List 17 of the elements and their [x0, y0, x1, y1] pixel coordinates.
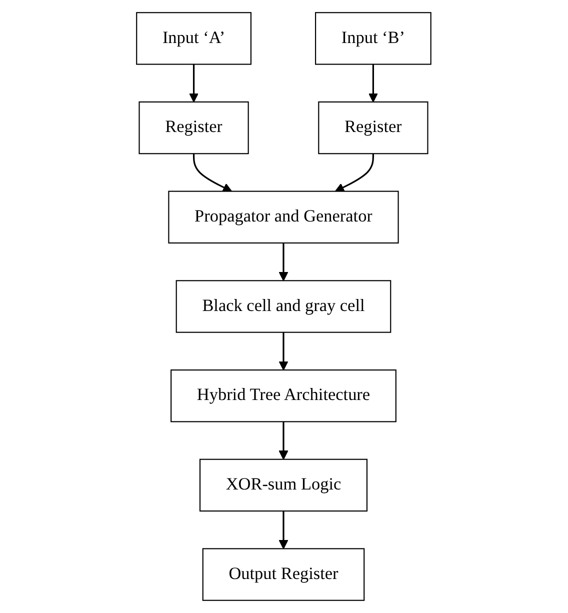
node-box: Output Register — [202, 548, 365, 601]
node-box: Black cell and gray cell — [176, 280, 392, 333]
arrow — [279, 422, 288, 460]
arrow — [279, 511, 288, 550]
node-box: Register — [318, 101, 429, 154]
arrow — [279, 243, 288, 282]
arrow — [189, 64, 199, 102]
node-box: Register — [138, 101, 250, 154]
node-box: XOR-sum Logic — [200, 458, 368, 512]
node-box: Input ‘A’ — [136, 12, 252, 65]
node-box: Propagator and Generator — [168, 190, 400, 244]
arrow — [193, 154, 232, 192]
arrow — [368, 64, 378, 102]
arrow — [335, 154, 374, 192]
arrow — [279, 332, 288, 370]
node-box: Input ‘B’ — [315, 12, 432, 65]
node-box: Hybrid Tree Architecture — [170, 369, 397, 422]
